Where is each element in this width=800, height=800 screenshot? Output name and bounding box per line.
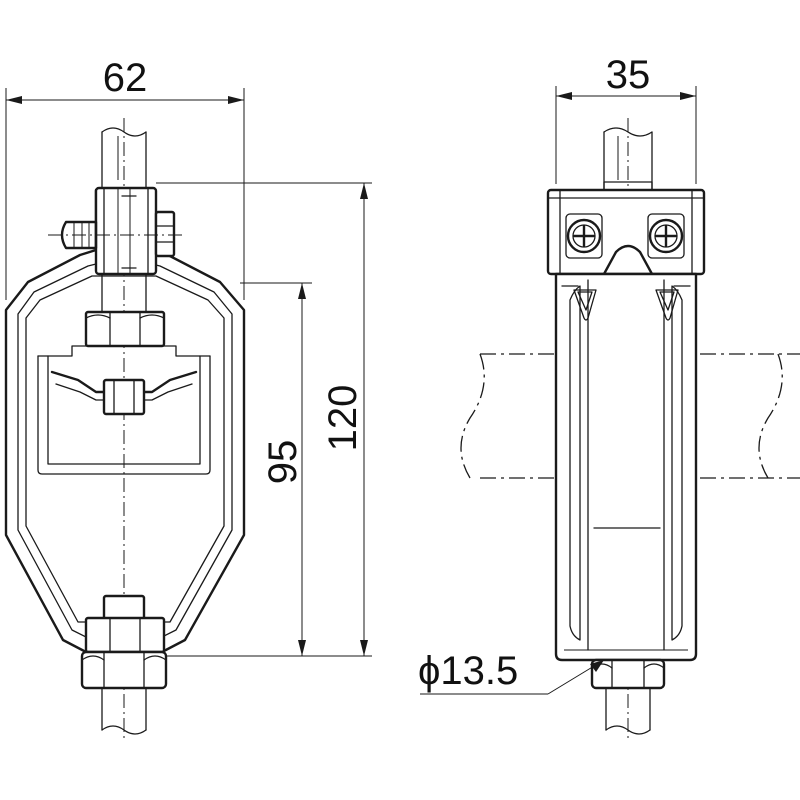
dim-height-95: 95 — [261, 440, 305, 485]
side-clip-tabs — [573, 289, 679, 321]
dim-width-62: 62 — [103, 56, 148, 100]
side-hanger-body — [554, 272, 698, 662]
front-hex-nut-lower — [80, 594, 168, 690]
front-rod-bottom — [101, 687, 147, 735]
dim-diameter: ϕ13.5 — [418, 649, 518, 693]
dim-height-120: 120 — [321, 385, 365, 452]
side-dimensions: 35 ϕ13.5 — [418, 53, 697, 695]
front-side-bolt — [48, 210, 186, 258]
front-inner-shell — [17, 261, 233, 641]
front-top-bracket — [94, 186, 158, 276]
side-lower-nut — [590, 658, 666, 690]
side-view — [460, 118, 800, 740]
front-hex-nut-upper — [84, 310, 166, 348]
side-phantom-beam — [460, 353, 800, 479]
side-screw-left — [565, 213, 603, 259]
front-outer-shell — [4, 188, 246, 654]
dim-width-35: 35 — [606, 53, 651, 97]
front-view — [4, 118, 246, 740]
side-rod-bottom — [605, 687, 651, 735]
front-dimensions: 62 95 120 — [5, 56, 372, 657]
side-screw-right — [647, 213, 685, 259]
front-channel — [37, 345, 211, 475]
